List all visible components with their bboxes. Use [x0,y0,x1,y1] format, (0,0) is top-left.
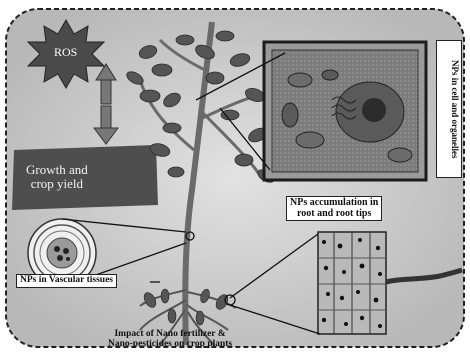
impact-caption: Impact of Nano fertilizer & Nano-pestici… [108,330,232,350]
nps-cell-label: NPs in cell and organelles [436,40,462,178]
nps-root-label: NPs accumulation in root and root tips [286,196,382,221]
plant-cell-illustration [264,42,426,180]
growth-yield-label: Growth and crop yield [26,163,88,190]
nps-vascular-label: NPs in Vascular tissues [16,274,117,288]
ros-label: ROS [54,46,77,59]
